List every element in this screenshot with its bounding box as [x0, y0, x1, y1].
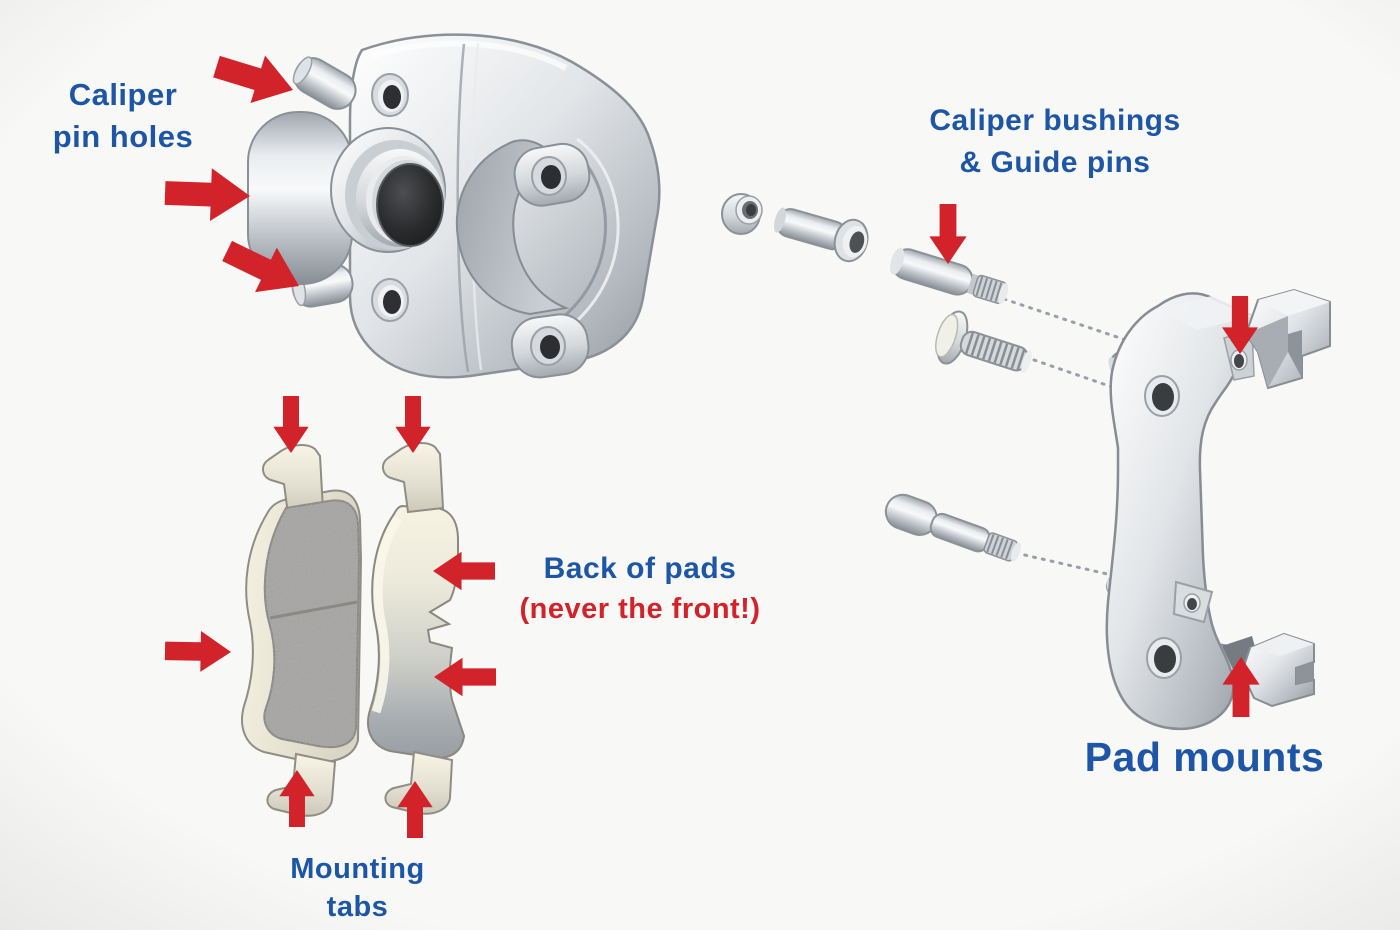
- label-line-warning: (never the front!): [519, 593, 761, 625]
- label-mounting-tabs: Mounting tabs: [265, 850, 450, 926]
- label-line: Pad mounts: [1084, 734, 1325, 780]
- label-line: Back of pads: [543, 552, 737, 585]
- label-line: pin holes: [52, 119, 194, 154]
- label-line: Mounting: [290, 853, 425, 885]
- label-caliper-pin-holes: Caliper pin holes: [28, 74, 218, 158]
- label-pad-mounts: Pad mounts: [1052, 733, 1357, 781]
- label-line: tabs: [326, 891, 389, 923]
- label-line: & Guide pins: [959, 146, 1151, 179]
- label-line: Caliper: [68, 77, 178, 112]
- label-line: Caliper bushings: [929, 104, 1181, 137]
- label-caliper-bushings-guide-pins: Caliper bushings & Guide pins: [880, 100, 1230, 184]
- label-back-of-pads: Back of pads (never the front!): [485, 548, 795, 630]
